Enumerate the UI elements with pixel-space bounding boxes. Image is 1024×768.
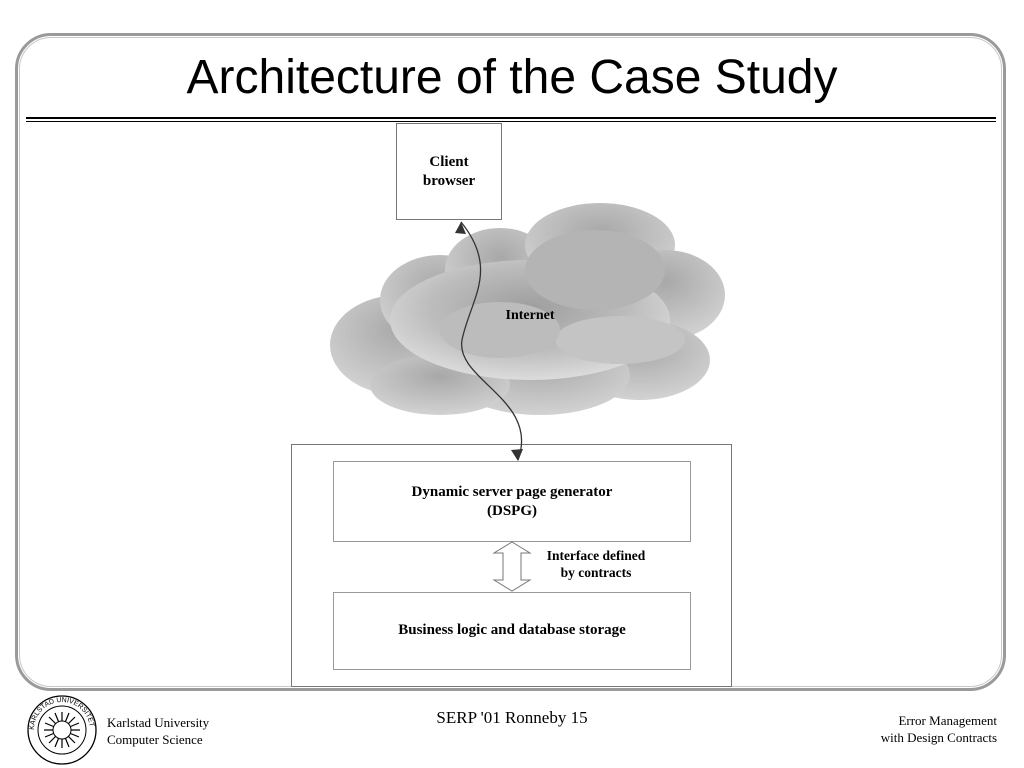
slide-title: Architecture of the Case Study [186, 51, 838, 104]
internet-connection-line [460, 221, 523, 461]
arrowhead-down-icon [511, 449, 523, 461]
arrowhead-up-icon [455, 222, 466, 234]
title-rule-thick [26, 117, 996, 119]
business-logic-box [333, 592, 691, 670]
double-arrow-icon [492, 541, 532, 592]
title-rule-thin [26, 121, 996, 122]
internet-cloud [330, 203, 725, 415]
interface-label: Interface defined by contracts [546, 548, 646, 580]
university-seal-logo: KARLSTAD UNIVERSITET [27, 695, 97, 765]
client-browser-box [396, 123, 502, 220]
dspg-label: Dynamic server page generator (DSPG) [411, 484, 613, 519]
internet-label: Internet [505, 308, 555, 323]
footer-slide-info: SERP '01 Ronneby 15 [436, 708, 588, 727]
business-logic-label: Business logic and database storage [398, 622, 626, 638]
client-browser-label: Client browser [422, 154, 476, 189]
footer-left-text: Karlstad University Computer Science [107, 715, 210, 747]
dspg-box [333, 461, 691, 542]
footer-right-text: Error Management with Design Contracts [880, 713, 997, 745]
